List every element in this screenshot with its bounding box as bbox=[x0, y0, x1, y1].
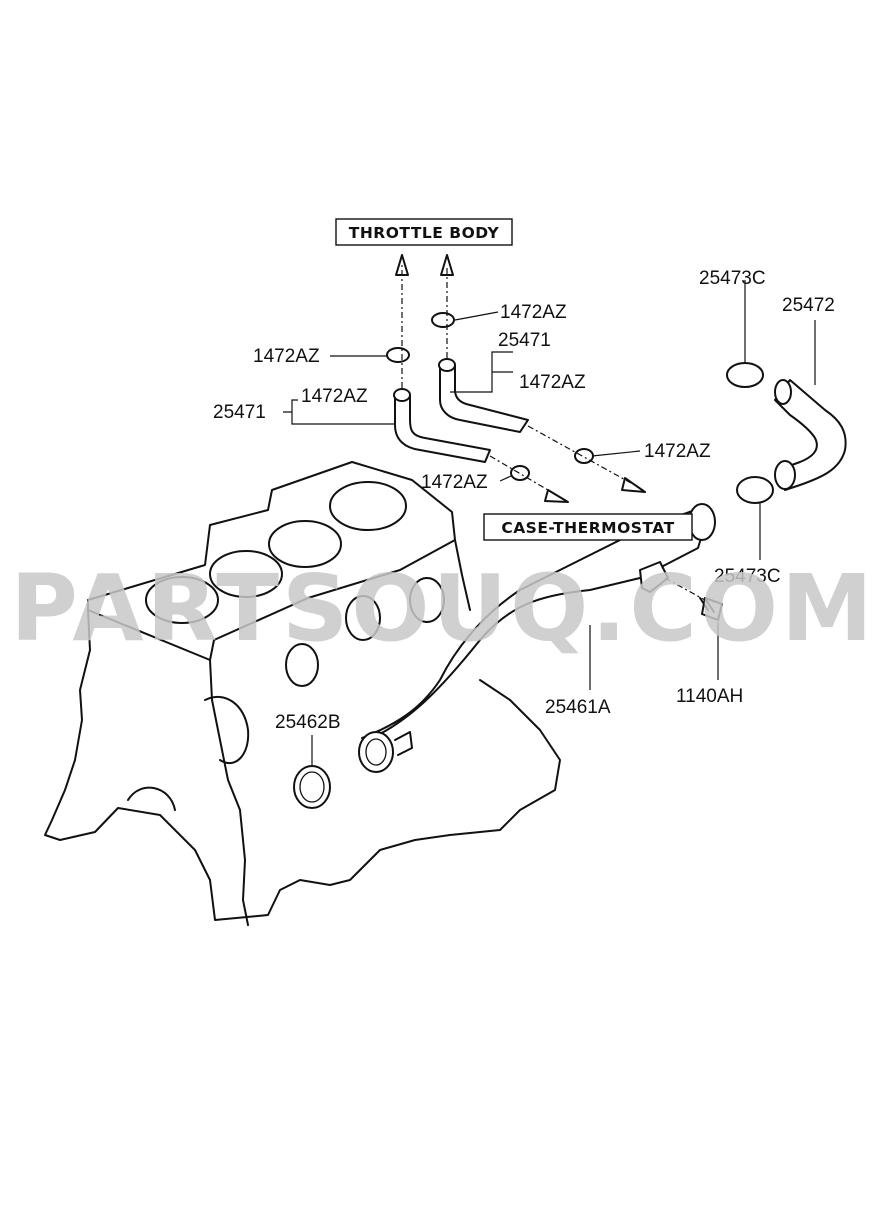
watermark: PARTSOUQ.COM bbox=[10, 555, 875, 662]
label-25473c-top: 25473C bbox=[699, 268, 766, 289]
radiator-hose-25472 bbox=[774, 379, 847, 491]
label-25472: 25472 bbox=[782, 295, 835, 316]
bolt-1140ah bbox=[664, 577, 723, 621]
part-labels: 1472AZ 25471 1472AZ 1472AZ 25471 1472AZ … bbox=[213, 268, 835, 733]
callout-case-thermostat: CASE-THERMOSTAT bbox=[483, 513, 693, 541]
hose-25471-right bbox=[438, 358, 529, 433]
callout-throttle-body: THROTTLE BODY bbox=[335, 218, 513, 246]
label-1140ah: 1140AH bbox=[676, 686, 743, 707]
label-1472az-top-right: 1472AZ bbox=[500, 302, 567, 323]
case-thermostat-label: CASE-THERMOSTAT bbox=[501, 519, 674, 537]
label-25461a: 25461A bbox=[545, 697, 611, 718]
label-25471-right: 25471 bbox=[498, 330, 551, 351]
label-1472az-mid-left: 1472AZ bbox=[421, 472, 488, 493]
hose-clamps bbox=[386, 312, 774, 504]
label-25471-left: 25471 bbox=[213, 402, 266, 423]
label-1472az-mid-right: 1472AZ bbox=[644, 441, 711, 462]
label-1472az-right-bracket: 1472AZ bbox=[519, 372, 586, 393]
water-pipe-25461a bbox=[358, 503, 716, 773]
engine-block bbox=[44, 461, 561, 926]
label-1472az-left-bracket: 1472AZ bbox=[301, 386, 368, 407]
leader-lines bbox=[283, 280, 816, 766]
flow-arrows bbox=[395, 254, 646, 503]
hose-25471-left bbox=[393, 388, 491, 463]
label-25473c-bottom: 25473C bbox=[714, 566, 781, 587]
throttle-body-label: THROTTLE BODY bbox=[349, 224, 500, 242]
label-25462b: 25462B bbox=[275, 712, 341, 733]
label-1472az-left-upper: 1472AZ bbox=[253, 346, 320, 367]
